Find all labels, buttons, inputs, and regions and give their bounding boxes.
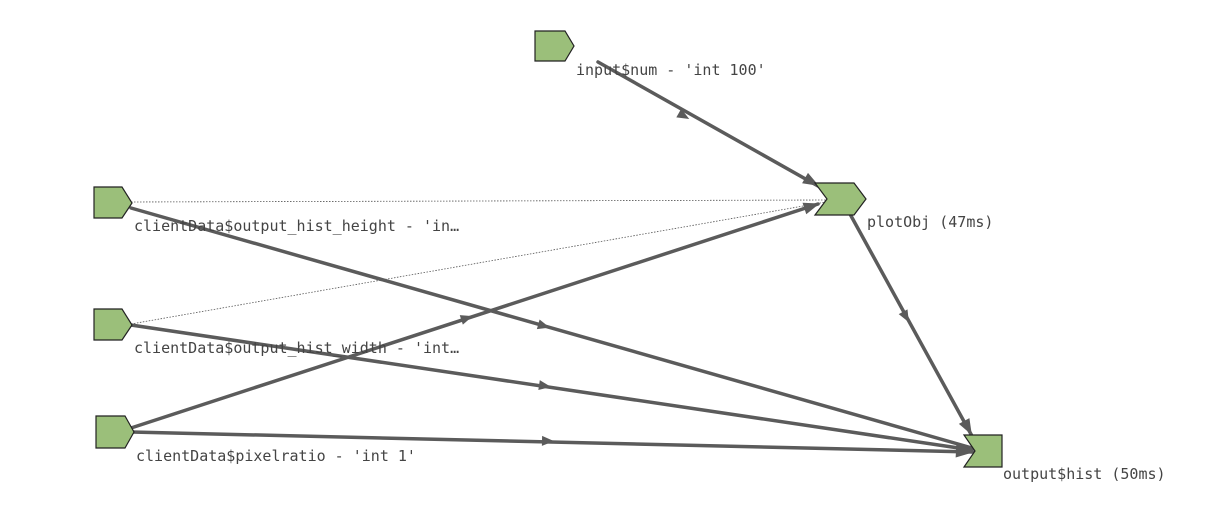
reactive-node-shape (813, 182, 867, 216)
edge-pixelratio-to-plotobj (129, 202, 820, 430)
node-output-hist[interactable]: output$hist (50ms) (962, 434, 1166, 483)
arrow-pixelratio-plotobj-end (802, 202, 820, 215)
edge-width-to-plotobj (130, 201, 827, 325)
edge-height-to-output-hist (129, 206, 974, 450)
arrow-height-mid (536, 319, 550, 330)
solid-edges (129, 60, 974, 454)
node-label-output-hist: output$hist (50ms) (1003, 465, 1166, 483)
input-node-shape (93, 308, 133, 341)
edge-height-to-plotobj (130, 199, 827, 203)
node-label-plotobj: plotObj (47ms) (867, 213, 993, 231)
arrow-pixelratio-plotobj-mid (459, 315, 473, 325)
node-label-input-num: input$num - 'int 100' (576, 61, 766, 79)
edge-width-to-output-hist (129, 323, 974, 452)
arrow-input-num-mid (676, 108, 690, 119)
node-label-client-width: clientData$output_hist_width - 'int… (134, 339, 459, 357)
input-node-shape (534, 30, 575, 62)
arrow-plotobj-end (958, 418, 972, 436)
arrow-pixelratio-out-mid (541, 435, 554, 446)
node-client-width[interactable]: clientData$output_hist_width - 'int… (93, 308, 459, 357)
input-node-shape (93, 186, 133, 219)
arrow-into-output-hist (955, 443, 976, 458)
node-label-client-height: clientData$output_hist_height - 'in… (134, 217, 459, 235)
dotted-edges (130, 199, 827, 325)
node-plotobj[interactable]: plotObj (47ms) (813, 182, 993, 231)
edge-input-num-to-plotobj (596, 60, 820, 188)
node-client-pixelratio[interactable]: clientData$pixelratio - 'int 1' (95, 415, 416, 465)
arrow-width-mid (538, 380, 551, 391)
arrow-plotobj-mid (898, 309, 909, 323)
node-input-num[interactable]: input$num - 'int 100' (534, 30, 766, 79)
node-label-client-pixelratio: clientData$pixelratio - 'int 1' (136, 447, 416, 465)
input-node-shape (95, 415, 135, 449)
node-client-height[interactable]: clientData$output_hist_height - 'in… (93, 186, 459, 235)
output-node-shape (962, 434, 1003, 468)
edge-plotobj-to-output-hist (848, 212, 974, 438)
edge-arrows (459, 108, 976, 458)
